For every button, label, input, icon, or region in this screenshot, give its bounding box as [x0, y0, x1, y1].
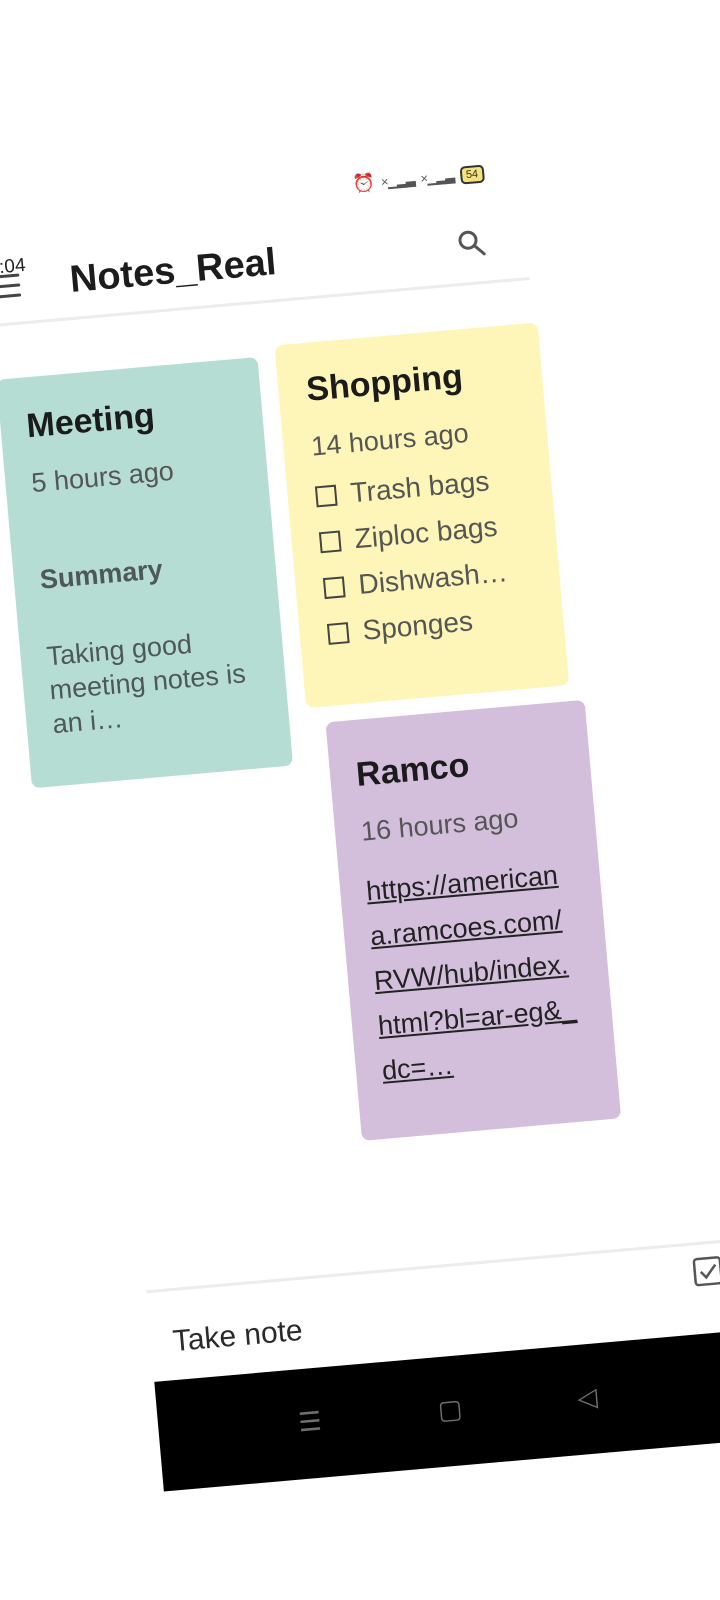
back-icon[interactable]: ◁: [576, 1381, 599, 1414]
note-body: Taking good meeting notes is an i…: [45, 628, 247, 740]
recents-icon[interactable]: ☰: [297, 1405, 323, 1438]
note-time: 14 hours ago: [310, 417, 470, 462]
checklist-item-label: Sponges: [361, 605, 475, 646]
checkbox-icon: [322, 575, 346, 599]
checklist-item: Ziploc bags: [318, 508, 528, 558]
note-card-ramco[interactable]: Ramco 16 hours ago https://americana.ram…: [325, 699, 622, 1141]
note-card-shopping[interactable]: Shopping 14 hours ago Trash bags Ziploc …: [274, 322, 570, 709]
checklist-item: Trash bags: [314, 462, 524, 512]
note-time: 5 hours ago: [30, 455, 175, 499]
checklist-item: Dishwash…: [322, 554, 532, 604]
battery-icon: 54: [459, 164, 485, 185]
note-time: 16 hours ago: [359, 803, 520, 847]
checkbox-icon: [314, 484, 338, 507]
home-icon[interactable]: ▢: [436, 1393, 464, 1426]
status-icons: ⏰ ×▁▂▃ ×▁▂▃ 54: [352, 163, 485, 195]
signal-icon: ×▁▂▃: [380, 171, 416, 190]
note-title: Ramco: [354, 746, 471, 794]
menu-icon[interactable]: [0, 273, 22, 302]
checkbox-icon: [326, 621, 350, 645]
note-title: Meeting: [24, 396, 157, 446]
signal-icon-2: ×▁▂▃: [419, 167, 455, 186]
checklist-item-label: Ziploc bags: [353, 510, 499, 555]
app-bar: Notes_Real: [0, 193, 530, 329]
checklist-item-label: Trash bags: [349, 465, 491, 509]
new-checklist-icon[interactable]: [692, 1255, 720, 1288]
alarm-icon: ⏰: [351, 172, 376, 195]
note-title: Shopping: [304, 357, 465, 409]
note-link[interactable]: https://americana.ramcoes.com/RVW/hub/in…: [365, 859, 578, 1086]
checkbox-icon: [318, 529, 342, 553]
note-card-meeting[interactable]: Meeting 5 hours ago Summary Taking good …: [0, 357, 294, 789]
app-title: Notes_Real: [68, 241, 278, 301]
checklist-item: Sponges: [326, 600, 536, 650]
bottom-bar: Take note: [146, 1237, 720, 1383]
phone-screen: ⏰ ×▁▂▃ ×▁▂▃ 54 9:04 Notes_Real Meeting 5…: [0, 122, 720, 1492]
take-note-input[interactable]: Take note: [171, 1313, 304, 1359]
checklist-item-label: Dishwash…: [357, 556, 509, 600]
status-bar: ⏰ ×▁▂▃ ×▁▂▃ 54: [0, 122, 650, 222]
search-icon[interactable]: [455, 227, 488, 260]
note-heading: Summary: [38, 554, 164, 595]
